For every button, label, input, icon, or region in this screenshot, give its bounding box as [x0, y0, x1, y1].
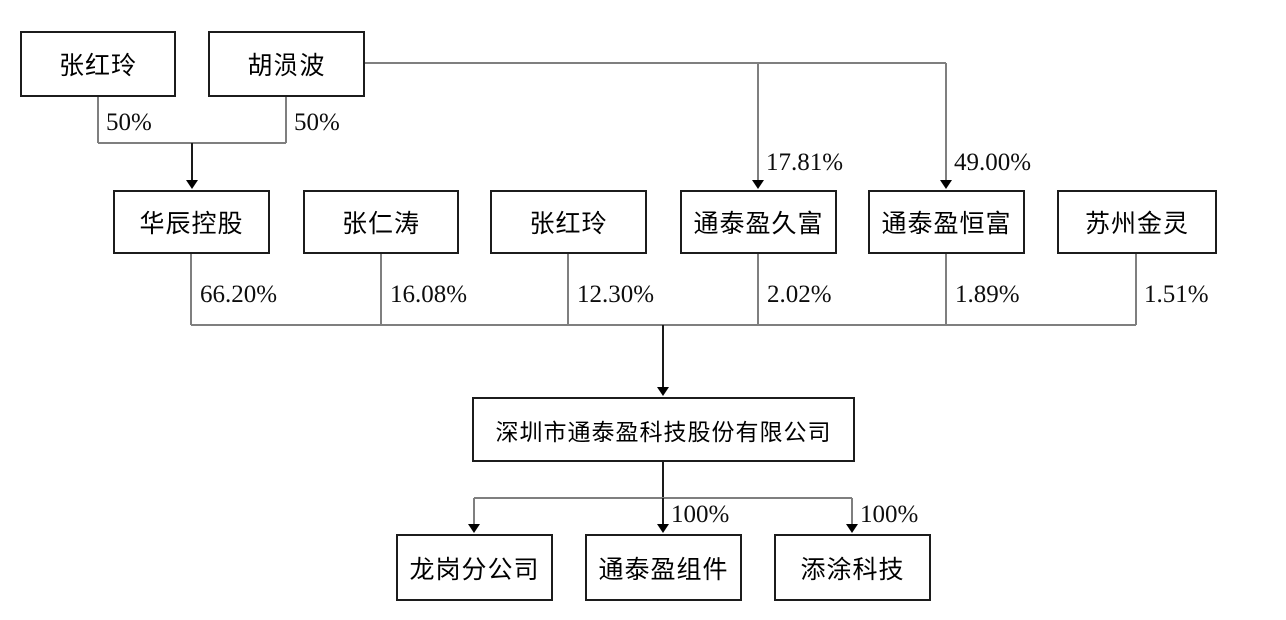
entity-label: 深圳市通泰盈科技股份有限公司: [495, 419, 832, 445]
ownership-percentage-label: 100%: [671, 501, 730, 528]
entity-label: 胡涢波: [247, 53, 326, 80]
shareholder-zhang-rentao: 张仁涛: [303, 190, 459, 254]
entity-label: 张红玲: [58, 53, 137, 80]
ownership-percentage-label: 50%: [106, 109, 152, 136]
arrowhead-down-icon: [468, 524, 480, 533]
ownership-percentage-label: 16.08%: [390, 281, 468, 308]
ownership-percentage-label: 17.81%: [766, 149, 844, 176]
entity-label: 张红玲: [529, 211, 608, 238]
ownership-percentage-label: 2.02%: [767, 281, 832, 308]
connector-line: [851, 498, 853, 525]
connector-line: [662, 325, 664, 388]
connector-line: [757, 254, 759, 325]
entity-label: 通泰盈组件: [598, 556, 729, 584]
arrowhead-down-icon: [752, 180, 764, 189]
connector-line: [190, 254, 192, 325]
entity-label: 通泰盈久富: [693, 211, 824, 238]
connector-line: [191, 143, 193, 181]
connector-line: [97, 97, 99, 143]
shareholder-hu-yunbo: 胡涢波: [208, 31, 365, 97]
arrowhead-down-icon: [657, 524, 669, 533]
company-main: 深圳市通泰盈科技股份有限公司: [472, 397, 855, 462]
connector-line: [365, 62, 946, 64]
connector-line: [945, 254, 947, 325]
shareholder-zhang-hongling: 张红玲: [490, 190, 647, 254]
connector-line: [757, 63, 759, 181]
connector-line: [473, 498, 475, 525]
shareholder-zhang-hongling-top: 张红玲: [20, 31, 176, 97]
entity-label: 张仁涛: [341, 211, 420, 238]
arrowhead-down-icon: [657, 387, 669, 396]
entity-label: 龙岗分公司: [409, 556, 540, 584]
shareholder-tongtaiying-jiufu: 通泰盈久富: [680, 190, 837, 254]
entity-label: 苏州金灵: [1084, 211, 1189, 238]
connector-line: [662, 498, 664, 525]
ownership-percentage-label: 66.20%: [200, 281, 278, 308]
arrowhead-down-icon: [846, 524, 858, 533]
connector-line: [285, 97, 287, 143]
arrowhead-down-icon: [940, 180, 952, 189]
ownership-percentage-label: 1.89%: [955, 281, 1020, 308]
shareholder-tongtaiying-hengfu: 通泰盈恒富: [868, 190, 1025, 254]
subsidiary-tongtaiying-components: 通泰盈组件: [585, 534, 742, 601]
connector-line: [945, 63, 947, 181]
connector-line: [380, 254, 382, 325]
entity-label: 通泰盈恒富: [881, 211, 1012, 238]
shareholder-huachen-holdings: 华辰控股: [113, 190, 270, 254]
connector-line: [662, 462, 664, 498]
ownership-percentage-label: 1.51%: [1144, 281, 1209, 308]
entity-label: 添涂科技: [800, 556, 905, 584]
entity-label: 华辰控股: [139, 211, 244, 238]
arrowhead-down-icon: [186, 180, 198, 189]
connector-line: [1135, 254, 1137, 325]
ownership-percentage-label: 100%: [860, 501, 919, 528]
ownership-percentage-label: 49.00%: [954, 149, 1032, 176]
connector-line: [567, 254, 569, 325]
subsidiary-tiantu-technology: 添涂科技: [774, 534, 931, 601]
ownership-percentage-label: 50%: [294, 109, 340, 136]
shareholder-suzhou-jinling: 苏州金灵: [1057, 190, 1217, 254]
subsidiary-longgang-branch: 龙岗分公司: [396, 534, 553, 601]
ownership-percentage-label: 12.30%: [577, 281, 655, 308]
